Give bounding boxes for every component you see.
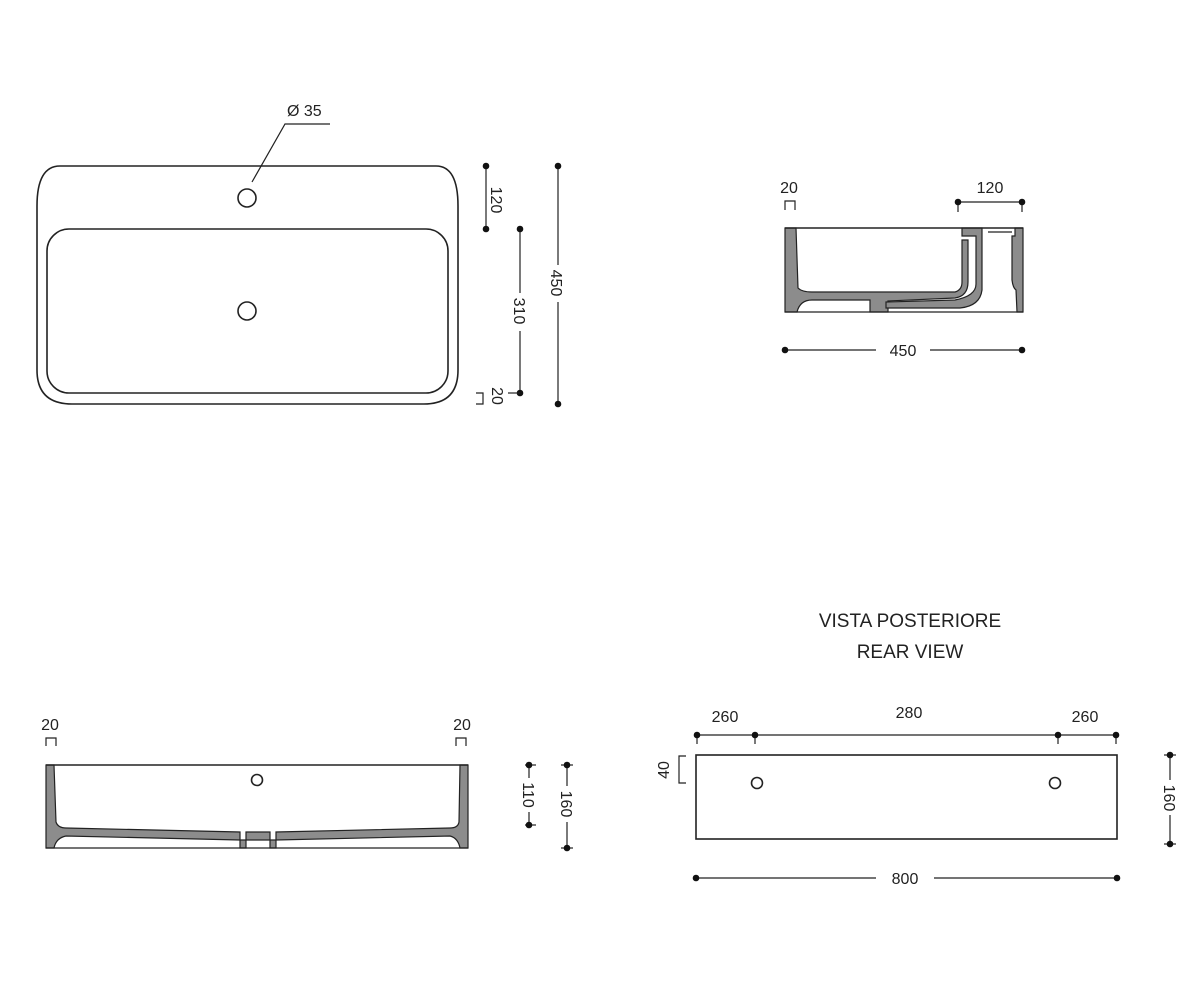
drain-hole <box>237 301 257 321</box>
dim-total-height-label: 160 <box>557 791 574 818</box>
front-overflow-hole <box>250 773 264 787</box>
dim-right-label: 260 <box>1072 709 1099 726</box>
tap-hole <box>237 188 257 208</box>
dim-left-label: 260 <box>712 709 739 726</box>
dim-front-rim-label: 20 <box>488 387 505 405</box>
rear-view-title-en: REAR VIEW <box>857 642 964 663</box>
dim-ledge-label: 120 <box>977 180 1004 197</box>
dim-bracket <box>476 392 484 405</box>
side-section-view: 20 120 450 <box>780 180 1026 360</box>
dim-dot <box>525 821 533 829</box>
top-view: Ø 35 120 310 20 450 <box>36 103 564 408</box>
dim-dot <box>1113 874 1121 882</box>
dim-dot <box>516 225 524 233</box>
side-section-rear-wall <box>1011 227 1024 313</box>
dim-middle-label: 280 <box>896 705 923 722</box>
dim-dot <box>563 761 571 769</box>
dim-dot <box>954 198 962 206</box>
dim-dot <box>1054 731 1062 739</box>
dim-dot <box>482 162 490 170</box>
dim-bracket <box>45 737 57 746</box>
dim-dot <box>751 731 759 739</box>
dim-dot <box>554 162 562 170</box>
side-section-body <box>784 227 969 313</box>
hole-diameter-label: Ø 35 <box>287 103 322 120</box>
dim-back-ledge-label: 120 <box>487 187 504 214</box>
dim-length-label: 800 <box>892 871 919 888</box>
hole-leader <box>251 123 330 183</box>
rear-fixing-hole-right <box>1048 776 1062 790</box>
top-view-outline <box>36 165 459 405</box>
dim-bracket <box>784 200 796 210</box>
dim-width-label: 450 <box>890 343 917 360</box>
rear-view-title-it: VISTA POSTERIORE <box>819 611 1001 632</box>
dim-left-wall-label: 20 <box>41 717 59 734</box>
dim-dot <box>554 400 562 408</box>
dim-dot <box>1166 751 1174 759</box>
dim-dot <box>1112 731 1120 739</box>
dim-wall-label: 20 <box>780 180 798 197</box>
dim-dot <box>1166 840 1174 848</box>
dim-total-depth-label: 450 <box>547 270 564 297</box>
front-section-view: 20 20 110 160 <box>41 717 574 852</box>
dim-bracket <box>678 755 686 784</box>
rear-fixing-hole-left <box>750 776 764 790</box>
dim-dot <box>781 346 789 354</box>
dim-basin-depth-label: 310 <box>510 298 527 325</box>
rear-view-outline <box>695 754 1118 840</box>
top-view-basin <box>46 228 449 394</box>
dim-dot <box>563 844 571 852</box>
dim-bracket <box>455 737 467 746</box>
dim-inner-height-label: 110 <box>519 782 536 808</box>
rear-view: VISTA POSTERIORE REAR VIEW 260 280 260 4… <box>656 611 1177 888</box>
dim-dot <box>692 874 700 882</box>
dim-dot <box>693 731 701 739</box>
side-section-drain-channel <box>885 227 983 309</box>
dim-dot <box>482 225 490 233</box>
dim-right-wall-label: 20 <box>453 717 471 734</box>
front-section-body <box>45 764 469 849</box>
dim-dot <box>525 761 533 769</box>
dim-dot <box>1018 198 1026 206</box>
dim-height-label: 160 <box>1160 785 1177 812</box>
dim-hole-offset-label: 40 <box>656 761 673 779</box>
dim-dot <box>1018 346 1026 354</box>
